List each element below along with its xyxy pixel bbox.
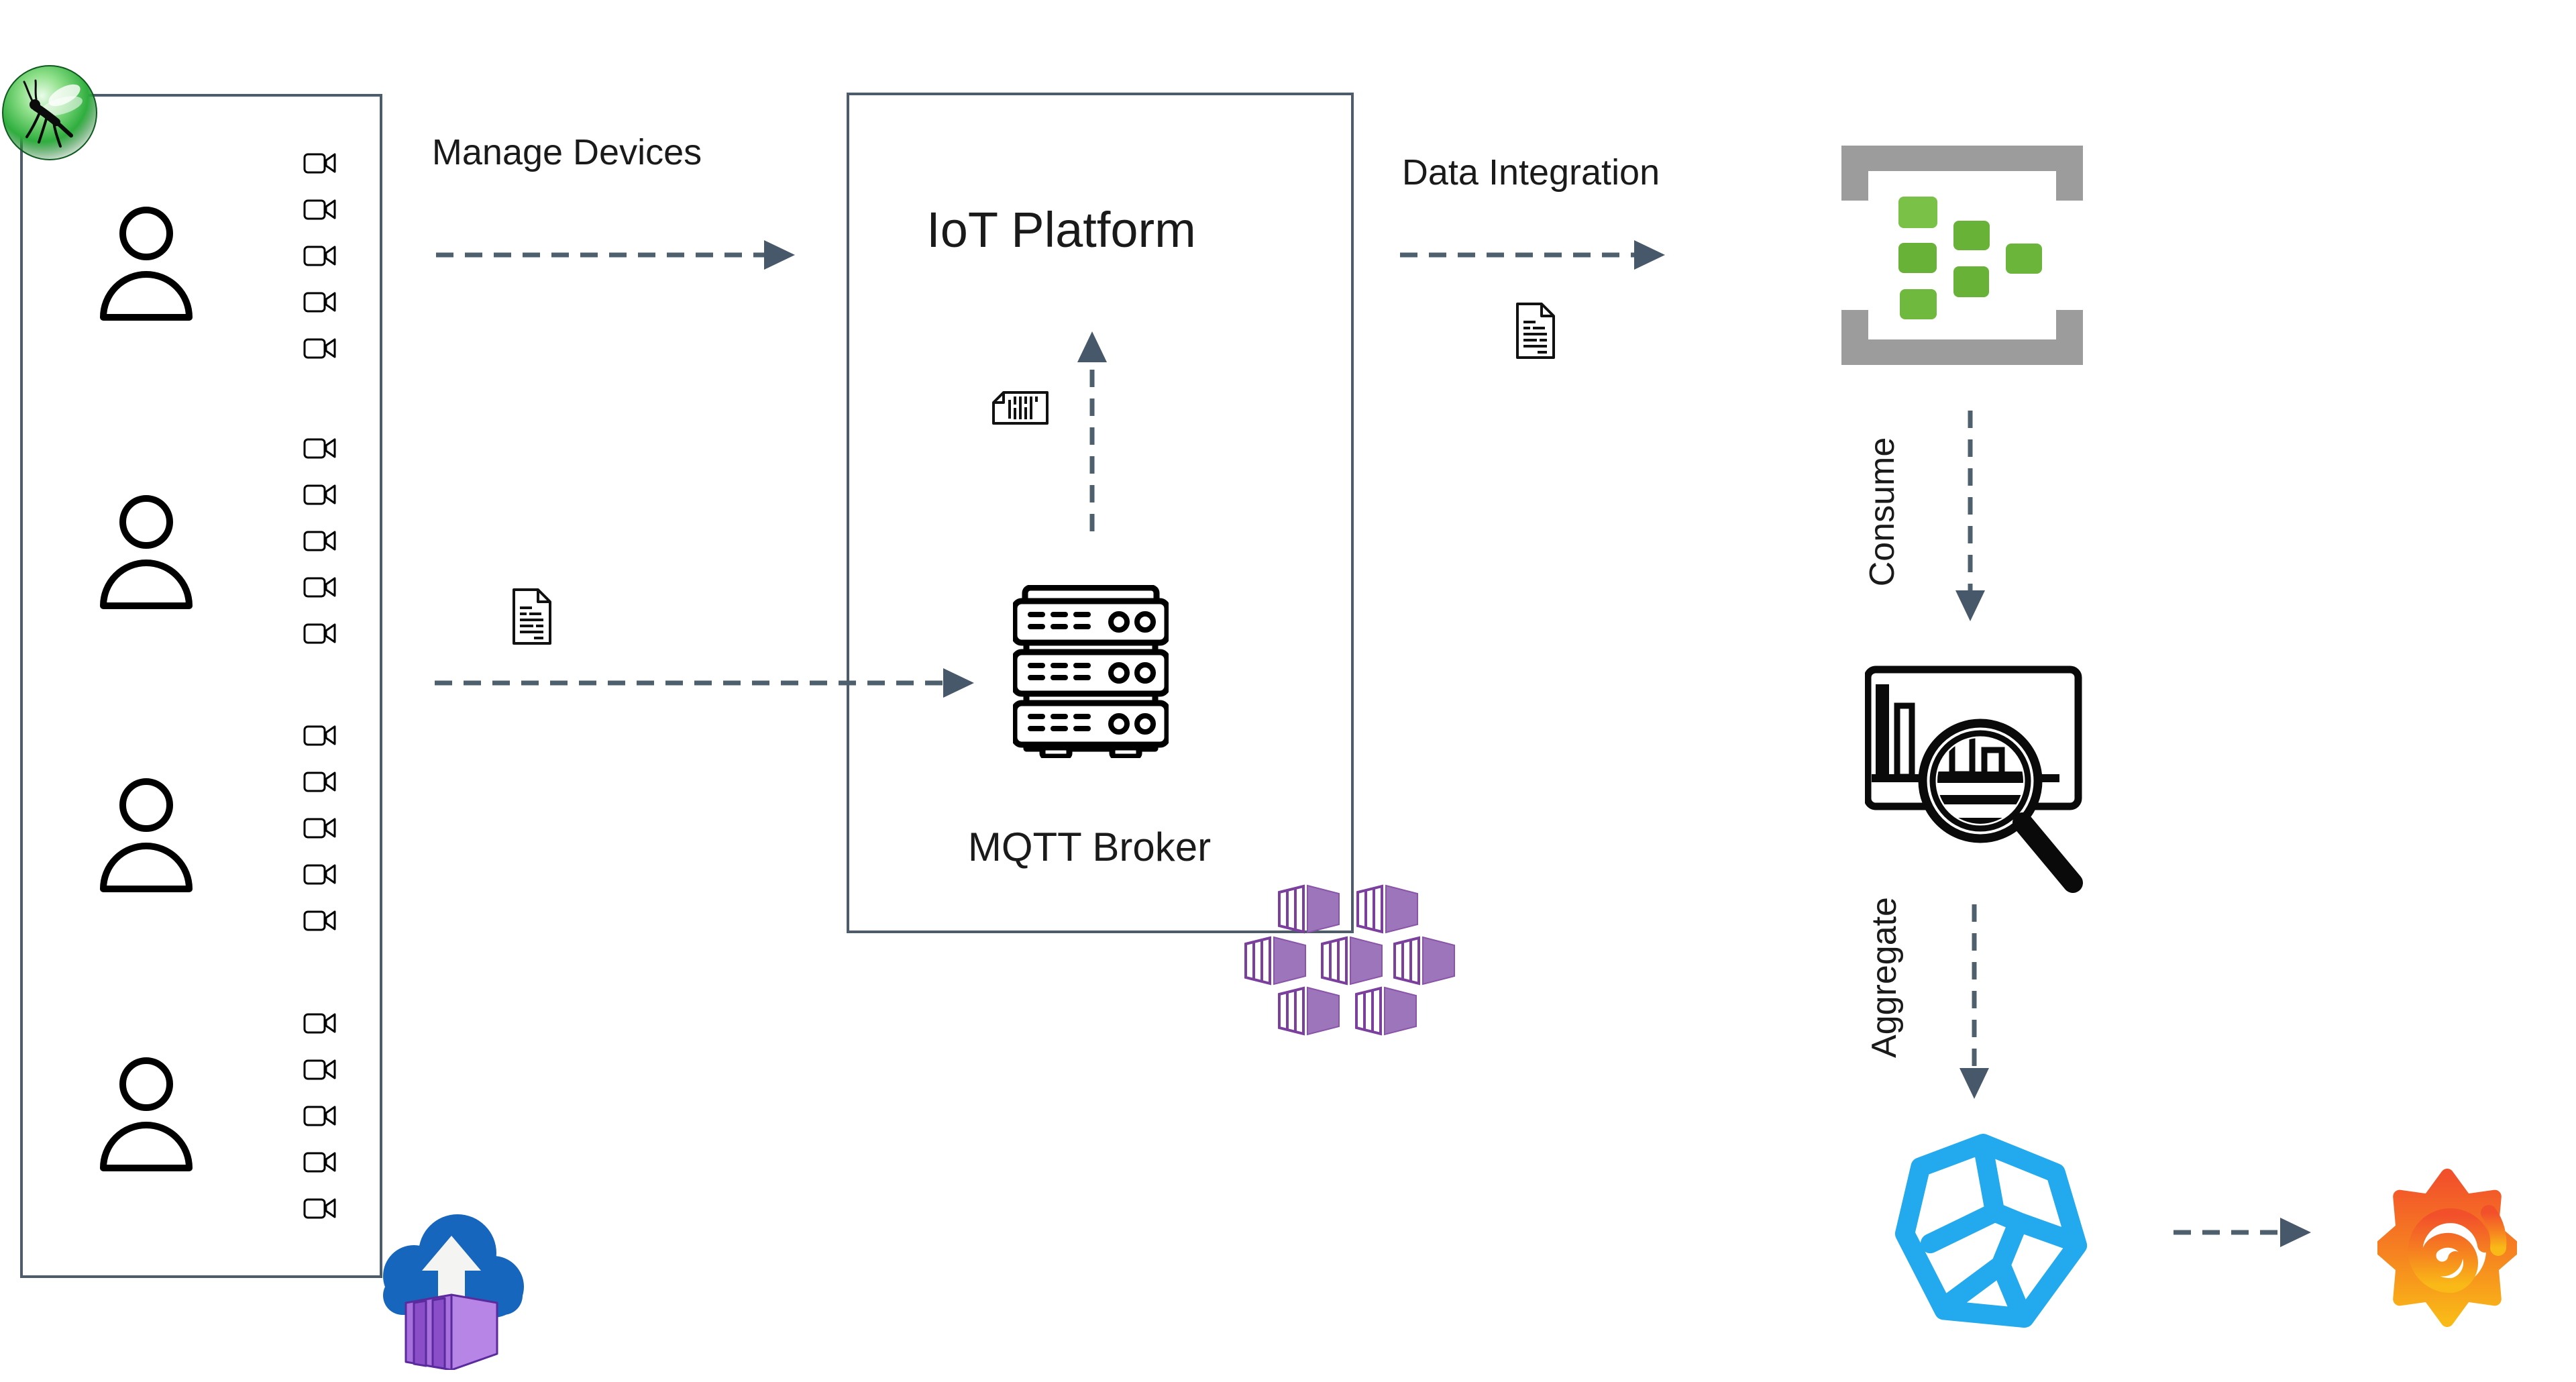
video-camera-icon: [303, 336, 337, 360]
vernemq-cluster-logo: [1244, 884, 1456, 1036]
video-camera-icon: [303, 862, 337, 886]
person-icon: [99, 205, 193, 321]
video-camera-icon: [303, 197, 337, 221]
video-camera-icon: [303, 1196, 337, 1220]
bracket-green-blocks-logo: [1841, 146, 2083, 365]
video-camera-icon: [303, 816, 337, 840]
video-camera-icon: [303, 529, 337, 553]
aggregate-label: Aggregate: [1865, 897, 1904, 1058]
video-camera-icon: [303, 436, 337, 460]
video-camera-icon: [303, 151, 337, 175]
video-camera-icon: [303, 1104, 337, 1128]
document-icon: [511, 588, 553, 645]
iot-platform-box: [847, 93, 1354, 933]
video-camera-icon: [303, 908, 337, 933]
video-camera-icon: [303, 1150, 337, 1174]
person-icon: [99, 494, 193, 609]
devices-group-box: [20, 94, 382, 1278]
manage-devices-label: Manage Devices: [431, 132, 702, 172]
blue-polyhedron-logo: [1894, 1134, 2088, 1328]
data-integration-label: Data Integration: [1401, 152, 1660, 193]
chart-magnifier-icon: [1865, 666, 2083, 893]
mqtt-broker-label: MQTT Broker: [967, 825, 1212, 869]
cloud-container-upload-icon: [383, 1214, 524, 1370]
grafana-logo: [2377, 1169, 2517, 1327]
person-icon: [99, 777, 193, 892]
person-icon: [99, 1056, 193, 1171]
document-rotated-icon: [991, 390, 1049, 425]
mantis-sphere-logo: [2, 65, 97, 160]
video-camera-icon: [303, 482, 337, 507]
document-icon: [1515, 302, 1556, 360]
server-rack-icon: [1013, 585, 1169, 758]
video-camera-icon: [303, 1011, 337, 1035]
consume-label: Consume: [1863, 437, 1902, 587]
video-camera-icon: [303, 769, 337, 794]
video-camera-icon: [303, 290, 337, 314]
video-camera-icon: [303, 1057, 337, 1081]
video-camera-icon: [303, 723, 337, 747]
video-camera-icon: [303, 575, 337, 599]
video-camera-icon: [303, 244, 337, 268]
video-camera-icon: [303, 621, 337, 645]
iot-platform-title: IoT Platform: [926, 202, 1196, 258]
